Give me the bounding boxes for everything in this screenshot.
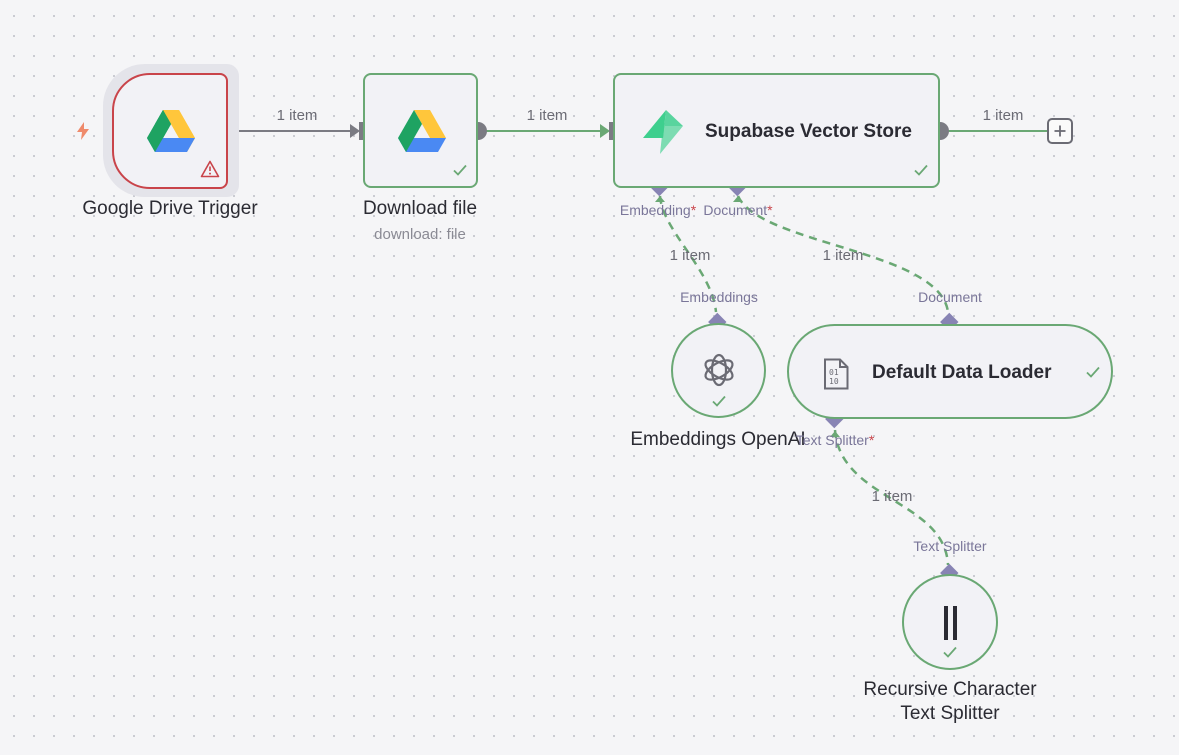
connection-label-supabase-output: 1 item: [982, 107, 1024, 124]
port-label-embedding: Embedding*: [619, 202, 697, 218]
node-title-recursive-character-line2: Text Splitter: [900, 703, 1000, 724]
connection-label-loader: 1 item: [822, 247, 864, 264]
connection-label-download-supabase: 1 item: [526, 107, 568, 124]
node-title-google-drive-trigger: Google Drive Trigger: [82, 198, 258, 219]
node-supabase-vector-store[interactable]: Supabase Vector Store: [613, 73, 940, 188]
arrow-head-icon: [600, 124, 610, 138]
node-google-drive-trigger[interactable]: [112, 73, 228, 189]
port-label-document-output: Document: [918, 289, 982, 305]
success-check-icon: [453, 164, 467, 176]
arrow-head-icon: [350, 124, 360, 138]
svg-text:10: 10: [829, 377, 839, 386]
success-check-icon: [1086, 366, 1100, 378]
node-title-embeddings-openai: Embeddings OpenAI: [630, 429, 806, 450]
add-node-button[interactable]: [1047, 118, 1073, 144]
trigger-bolt-icon: [77, 122, 89, 140]
node-subtitle-download-file: download: file: [374, 226, 466, 243]
node-recursive-character-text-splitter[interactable]: [902, 574, 998, 670]
splitter-bars-icon: [944, 606, 957, 640]
node-title-default-data-loader: Default Data Loader: [872, 362, 1052, 383]
port-label-embeddings: Embeddings: [680, 289, 758, 305]
connection-embeddings-supabase[interactable]: [658, 195, 718, 313]
connection-label-trigger-download: 1 item: [276, 107, 318, 124]
port-label-text-splitter: Text Splitter*: [795, 432, 875, 448]
node-title-supabase-vector-store: Supabase Vector Store: [705, 121, 912, 142]
google-drive-icon: [147, 110, 195, 152]
google-drive-icon: [398, 110, 446, 152]
node-embeddings-openai[interactable]: [671, 323, 766, 418]
openai-icon: [704, 353, 734, 387]
node-download-file[interactable]: [363, 73, 478, 188]
warning-icon: [200, 160, 220, 178]
supabase-icon: [643, 110, 683, 154]
success-check-icon: [943, 646, 957, 658]
success-check-icon: [712, 395, 726, 407]
svg-text:01: 01: [829, 368, 839, 377]
binary-file-icon: 01 10: [824, 358, 849, 390]
node-default-data-loader[interactable]: 01 10 Default Data Loader: [787, 324, 1113, 419]
success-check-icon: [914, 164, 928, 176]
node-title-recursive-character-line1: Recursive Character: [863, 679, 1037, 700]
port-label-document: Document*: [703, 202, 773, 218]
input-arrow-icon: [733, 196, 743, 202]
connection-label-embeddings: 1 item: [669, 247, 711, 264]
node-title-download-file: Download file: [362, 198, 478, 219]
input-arrow-icon: [655, 196, 665, 202]
plus-icon: [1054, 125, 1066, 137]
port-label-text-splitter-output: Text Splitter: [913, 538, 987, 554]
input-arrow-icon: [830, 431, 840, 437]
connection-label-splitter: 1 item: [871, 488, 913, 505]
connection-splitter-loader[interactable]: [833, 429, 950, 566]
